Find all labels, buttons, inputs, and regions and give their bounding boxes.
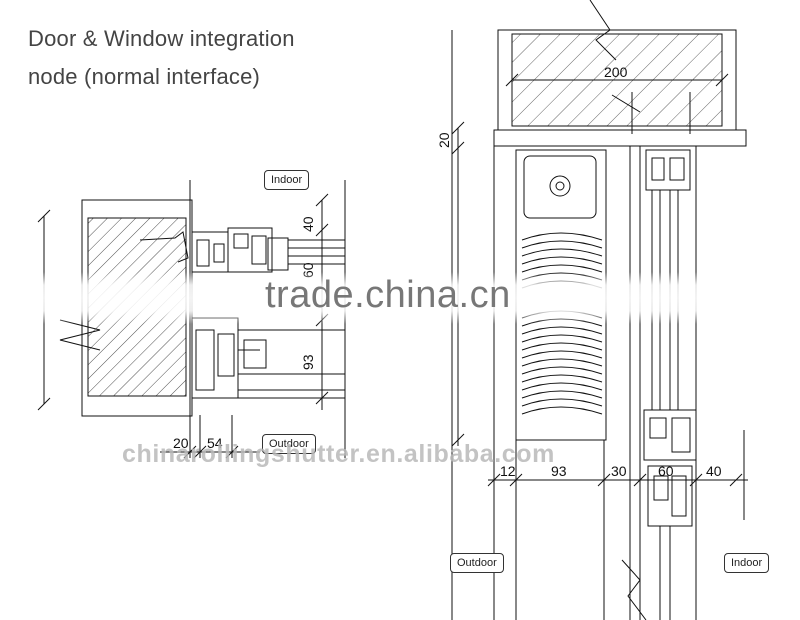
left-window-sash-chamber [251, 235, 267, 265]
dim-left-54: 54 [207, 435, 223, 451]
label-indoor-right: Indoor [724, 553, 770, 573]
right-anchor-arm [611, 94, 641, 113]
left-window-sash-chamber [233, 233, 249, 249]
dim-left-40: 40 [300, 216, 316, 232]
left-glass-bead [267, 237, 289, 271]
watermark-main: trade.china.cn [265, 274, 511, 316]
left-dim-tick [315, 223, 329, 237]
left-dim-tick [183, 445, 197, 459]
right-shutter-axle [549, 175, 571, 197]
left-dim-tick [37, 397, 51, 411]
right-bottom-break [621, 559, 647, 620]
label-outdoor-right: Outdoor [450, 553, 504, 573]
right-dim-tick [715, 73, 729, 87]
label-indoor-left: Indoor [264, 170, 310, 190]
right-dim-tick [633, 473, 647, 487]
dim-right-40: 40 [706, 463, 722, 479]
left-wall-break [59, 319, 101, 351]
right-dim-tick [729, 473, 743, 487]
right-window-head-chamber [669, 157, 685, 181]
right-window-head-chamber [651, 157, 665, 181]
right-dim-tick [505, 73, 519, 87]
right-top-break [589, 0, 617, 61]
dim-right-20: 20 [436, 132, 452, 148]
right-shutter-head [523, 155, 597, 219]
left-window-frame-chamber [213, 243, 225, 263]
right-dim-tick [487, 473, 501, 487]
watermark-band [0, 272, 800, 324]
right-dim-tick [451, 433, 465, 447]
dim-right-200: 200 [604, 64, 628, 80]
left-shutter-motor [217, 333, 235, 377]
right-dim-tick [451, 141, 465, 155]
left-dim-tick [315, 391, 329, 405]
watermark-sub: chinarollingshutter.en.alibaba.com [122, 440, 555, 468]
dim-right-93: 93 [551, 463, 567, 479]
right-door-frame-chamber [653, 475, 669, 501]
right-lintel-plate [493, 129, 747, 147]
right-dim-tick [509, 473, 523, 487]
right-dim-tick [451, 121, 465, 135]
right-window-transom-chamber [649, 417, 667, 439]
diagram-title-line-2: node (normal interface) [28, 64, 261, 89]
right-shutter-axle-core [555, 181, 565, 191]
left-anchor [139, 231, 189, 263]
left-dim-tick [225, 445, 239, 459]
right-dim-tick [689, 473, 703, 487]
right-window-head [645, 149, 691, 191]
left-shutter-guide [195, 329, 215, 391]
dim-right-60: 60 [658, 463, 674, 479]
right-dim-tick [597, 473, 611, 487]
left-window-frame-chamber [196, 239, 210, 267]
left-dim-tick [193, 445, 207, 459]
right-detail [451, 0, 748, 620]
dim-left-20: 20 [173, 435, 189, 451]
left-dim-tick [37, 209, 51, 223]
right-window-transom-chamber [671, 417, 691, 453]
dim-right-12: 12 [500, 463, 516, 479]
dim-left-93: 93 [300, 354, 316, 370]
left-dim-tick [315, 193, 329, 207]
diagram-title-line-1: Door & Window integration [28, 26, 295, 51]
right-door-frame-chamber [671, 475, 687, 517]
dim-right-30: 30 [611, 463, 627, 479]
label-outdoor-left: Outdoor [262, 434, 316, 454]
left-shutter-roller [243, 339, 267, 369]
left-window-sash [227, 227, 273, 273]
